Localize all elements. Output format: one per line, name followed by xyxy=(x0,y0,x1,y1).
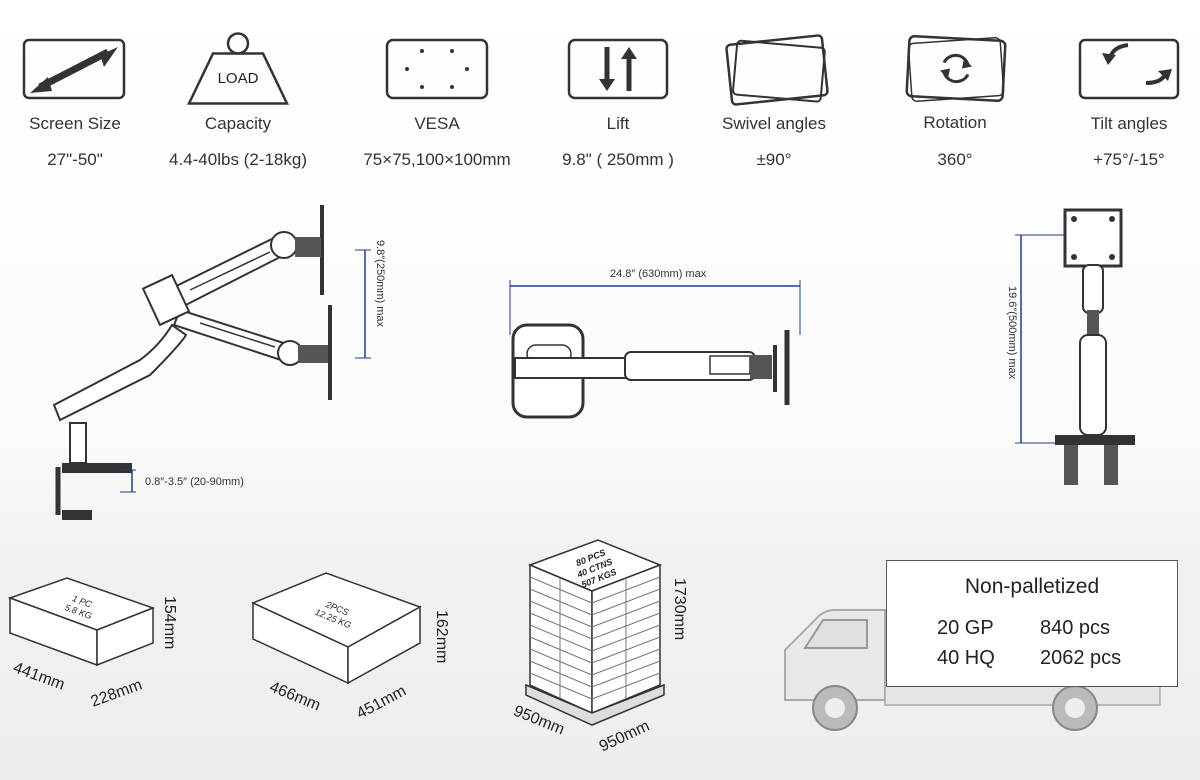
spec-value: 75×75,100×100mm xyxy=(363,150,511,169)
tilt-arrows-icon xyxy=(1078,38,1180,100)
shipping-container-40hq: 40 HQ xyxy=(937,647,995,669)
spec-label: Swivel angles xyxy=(722,114,826,133)
pallet-height: 1730mm xyxy=(671,578,688,641)
shipping-info-panel: Non-palletized 20 GP 840 pcs 40 HQ 2062 … xyxy=(886,560,1178,687)
shipping-qty-40hq: 2062 pcs xyxy=(1040,647,1122,669)
truck-icon xyxy=(784,609,1161,731)
shipping-title: Non-palletized xyxy=(964,575,1100,598)
double-package-box xyxy=(251,572,422,685)
spec-label: Rotation xyxy=(923,113,987,132)
spec-value: ±90° xyxy=(756,150,792,169)
package-width: 228mm xyxy=(88,676,145,711)
spec-label: Tilt angles xyxy=(1090,114,1168,133)
diagonal-arrow-icon xyxy=(22,38,126,100)
shipping-qty-20gp: 840 pcs xyxy=(1040,617,1111,639)
spec-label: Lift xyxy=(606,114,630,133)
up-down-arrows-icon xyxy=(567,38,669,100)
package-height: 162mm xyxy=(433,610,450,664)
lift-dimension-label: 9.8″(250mm) max xyxy=(374,240,386,328)
reach-dimension-label: 24.8″ (630mm) max xyxy=(610,268,707,280)
shipping-container-20gp: 20 GP xyxy=(937,617,994,639)
rotation-icon xyxy=(905,35,1007,103)
weight-icon-label: LOAD xyxy=(217,70,259,87)
spec-value: +75°/-15° xyxy=(1093,150,1165,169)
spec-label: Capacity xyxy=(204,114,272,133)
clamp-dimension-label: 0.8″-3.5″ (20-90mm) xyxy=(145,476,244,488)
package-height: 154mm xyxy=(161,596,178,650)
weight-icon xyxy=(187,32,289,105)
monitor-arm-side-view xyxy=(52,205,332,520)
vesa-pattern-icon xyxy=(385,38,489,100)
spec-label: VESA xyxy=(414,114,460,133)
clamp-dimension-line xyxy=(120,469,136,493)
lift-dimension-line xyxy=(355,249,371,359)
single-package-box xyxy=(7,577,156,667)
spec-label: Screen Size xyxy=(29,114,121,133)
spec-value: 27"-50" xyxy=(47,150,103,169)
spec-value: 9.8" ( 250mm ) xyxy=(562,150,674,169)
swivel-frames-icon xyxy=(725,34,829,106)
pallet-stack xyxy=(525,539,665,726)
height-dimension-label: 19.6″(500mm) max xyxy=(1006,286,1018,380)
monitor-arm-front-view xyxy=(1055,208,1135,485)
spec-value: 4.4-40lbs (2-18kg) xyxy=(169,150,307,169)
monitor-arm-top-view xyxy=(511,323,790,419)
reach-dimension-line xyxy=(509,280,801,335)
spec-value: 360° xyxy=(937,150,973,169)
